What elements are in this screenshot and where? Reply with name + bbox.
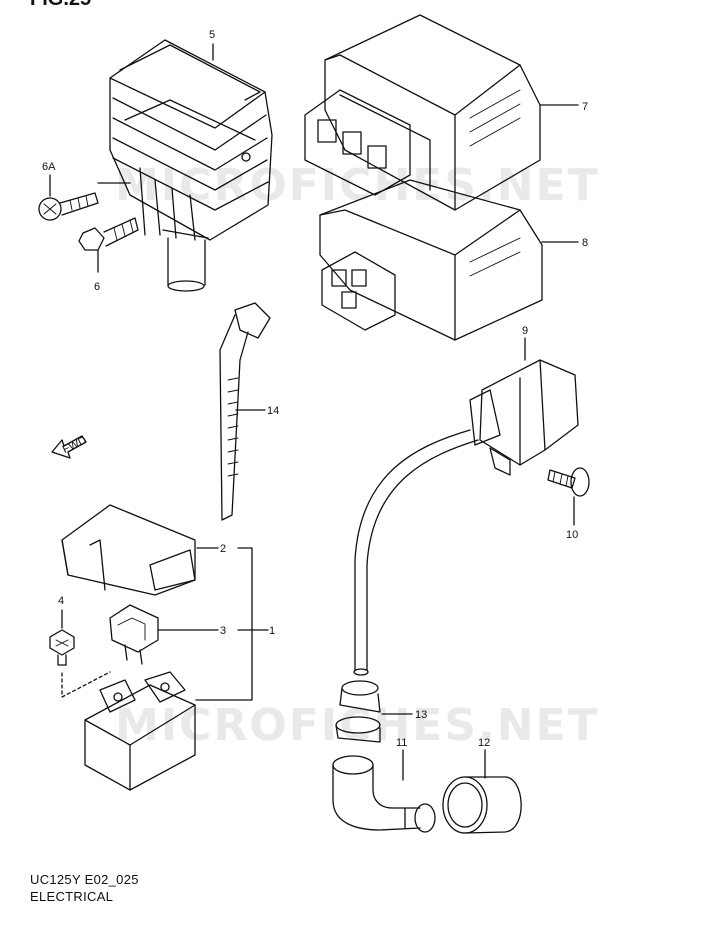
forward-arrow: FWD — [51, 434, 89, 459]
callout-14: 14 — [267, 405, 279, 417]
cap-12 — [442, 776, 522, 834]
bolt-6a — [38, 182, 131, 221]
figure-code: UC125Y E02_025 — [30, 872, 139, 887]
figure-section: ELECTRICAL — [30, 889, 114, 904]
figure-title: FIG.25 — [30, 0, 91, 11]
elbow-boot-11 — [332, 755, 436, 833]
callout-13: 13 — [415, 709, 427, 721]
callout-12: 12 — [478, 737, 490, 749]
grommet-13 — [335, 680, 381, 743]
screw-4 — [49, 629, 75, 666]
callout-1: 1 — [269, 625, 275, 637]
callout-7: 7 — [582, 101, 588, 113]
callout-4: 4 — [58, 595, 64, 607]
fwd-label: FWD — [61, 434, 89, 455]
control-unit-8 — [319, 179, 543, 341]
callout-11: 11 — [396, 737, 407, 749]
screw-10 — [547, 467, 590, 497]
callout-8: 8 — [582, 237, 588, 249]
fuse-3 — [109, 604, 159, 665]
callout-3: 3 — [220, 625, 226, 637]
leader-1-bracket — [195, 547, 253, 701]
cable-tie-14 — [219, 302, 271, 521]
starter-relay-1 — [84, 671, 196, 791]
callout-6: 6 — [94, 281, 100, 293]
relay-cover-2 — [61, 504, 196, 596]
regulator-rectifier — [109, 39, 273, 292]
callout-10: 10 — [566, 529, 578, 541]
callout-6a: 6A — [42, 161, 56, 173]
callout-9: 9 — [522, 325, 528, 337]
callout-2: 2 — [220, 543, 226, 555]
dash-4 — [61, 671, 111, 698]
bolt-6 — [78, 217, 139, 251]
sensor-9 — [353, 359, 579, 676]
callout-5: 5 — [209, 29, 215, 41]
control-unit-7 — [304, 14, 541, 211]
